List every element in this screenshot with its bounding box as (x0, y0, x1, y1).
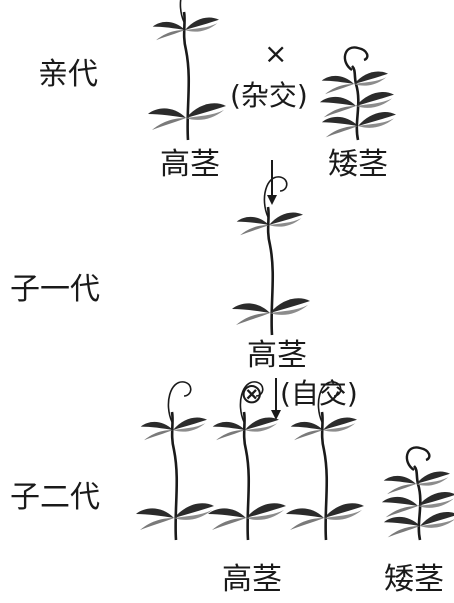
f2-tall-plant-1 (136, 382, 214, 540)
f2-short-label: 矮茎 (384, 562, 444, 597)
f2-short-plant (382, 447, 454, 540)
f2-tall-label: 高茎 (222, 562, 282, 597)
parent-tall-plant (148, 0, 226, 140)
cross-symbol: × (264, 37, 288, 70)
self-label: (自交) (280, 377, 358, 410)
parent-short-label: 矮茎 (328, 147, 388, 182)
parent-tall-label: 高茎 (160, 147, 220, 182)
self-symbol: ⊗ (240, 377, 264, 410)
f1-tall-label: 高茎 (247, 338, 307, 373)
label-f2: 子二代 (10, 480, 100, 515)
cross-label: (杂交) (230, 79, 308, 112)
label-parental: 亲代 (38, 57, 98, 92)
f1-tall-plant (232, 177, 310, 335)
label-f1: 子一代 (10, 272, 100, 307)
parent-short-plant (320, 47, 396, 140)
